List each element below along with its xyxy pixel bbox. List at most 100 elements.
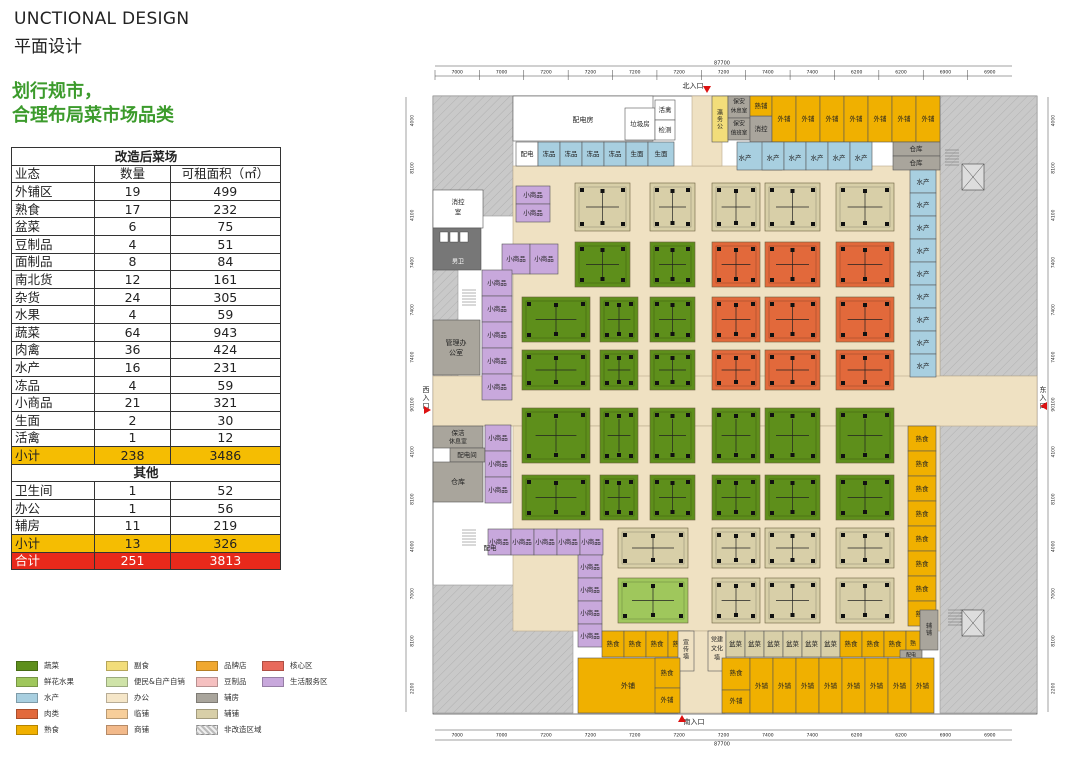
stall-column [651,534,655,538]
cooked-stall-east [907,425,937,452]
stall-column [527,302,531,306]
dimension-side: 7400 [1051,257,1057,269]
stall-column [686,333,690,337]
table-cell: 3486 [169,446,282,465]
legend-label: 便民&自产自销 [134,677,185,686]
legend-swatch [16,676,38,687]
management-office [432,319,481,376]
legend-item: 非改造区域 [196,724,262,735]
stall-label: 熟食 [651,639,665,648]
stall-label: 盆菜 [805,639,819,648]
room-label: 配电 [906,652,916,659]
stall-column [811,333,815,337]
table-cell: 可租面积（㎡） [169,164,282,184]
inspection-room [654,119,676,141]
legend-swatch [106,708,128,719]
stall-label: 熟食 [629,639,643,648]
table-cell: 36 [94,340,171,360]
dimension-side: 7000 [410,588,416,600]
stall-label: 小商品 [580,562,600,571]
stall-label: 小商品 [580,608,600,617]
stall-column [811,559,815,563]
vegetable-stall-inner [839,478,891,517]
stall-column [621,222,625,226]
stall-column [670,332,675,336]
dimension-side: 8100 [1051,493,1057,505]
dimension-side: 4000 [1051,541,1057,553]
stall-column [863,558,867,562]
stall-column [770,188,774,192]
stall-column [790,510,795,514]
stall-column [717,188,721,192]
vegetable-stall-inner [715,478,757,517]
stall-column [790,613,795,617]
stall-column [605,511,609,515]
stall-label: 水产 [917,361,931,370]
table-cell: 数量 [94,164,171,184]
stall-column [811,247,815,251]
stall-label: 水产 [855,153,869,162]
stall-column [686,381,690,385]
table-cell: 56 [169,498,282,518]
stall-inner [603,353,635,387]
cooked-south [654,657,681,689]
stall-column [605,333,609,337]
stall-column [841,222,845,226]
legend-item: 鲜花水果 [16,676,74,687]
legend-item: 辅铺 [196,708,239,719]
stall-column [841,302,845,306]
stall-column [717,222,721,226]
stall-column [790,481,795,485]
room-label: 保安 [733,120,745,128]
table-cell: 30 [169,410,282,430]
table-cell: 豆制品 [10,234,96,254]
table-cell: 3813 [169,551,282,571]
stall-column [554,414,558,418]
table-title-cell: 改造后菜场 [11,147,281,166]
dry-goods-stall-inner [715,531,757,565]
stall-column [679,583,683,587]
stall-column [655,222,659,226]
stall-label: 冻品 [587,149,600,158]
room-label: 配电 [521,149,535,158]
stall-column [790,453,795,457]
stall-column [751,583,755,587]
stall-column [734,248,738,252]
stall-label: 小商品 [487,356,507,365]
stall-column [655,413,659,417]
garbage-room [624,107,656,141]
shop-label: 外铺 [778,114,792,123]
stall-label: 熟 [910,640,916,648]
stall-column [527,355,531,359]
toilet-stall [439,231,449,243]
stall-column [734,558,738,562]
stall-column [617,303,621,307]
entrance-east: 入 [1040,394,1047,402]
stall-column [863,534,867,538]
stall-column [670,221,675,225]
stall-column [841,511,845,515]
small-goods-west [481,295,513,323]
dry-goods-stall-inner [715,186,757,228]
stall-column [734,189,738,193]
stall-column [770,559,774,563]
room-label: 检测 [659,125,673,134]
room-label: 男卫 [452,259,464,266]
table-cell: 4 [94,305,171,324]
stall-column [581,333,585,337]
table-cell: 21 [94,393,171,412]
dimension-segment: 6900 [984,733,996,739]
table-cell: 24 [94,287,171,307]
stall-label: 熟食 [916,434,930,443]
stall-column [790,356,795,360]
stall-column [790,221,795,225]
stall-column [717,333,721,337]
shop-label: 外铺 [755,681,769,690]
table-cell: 16 [94,358,171,377]
raw-noodle-stall [647,141,675,167]
stall-label: 小商品 [534,254,554,263]
